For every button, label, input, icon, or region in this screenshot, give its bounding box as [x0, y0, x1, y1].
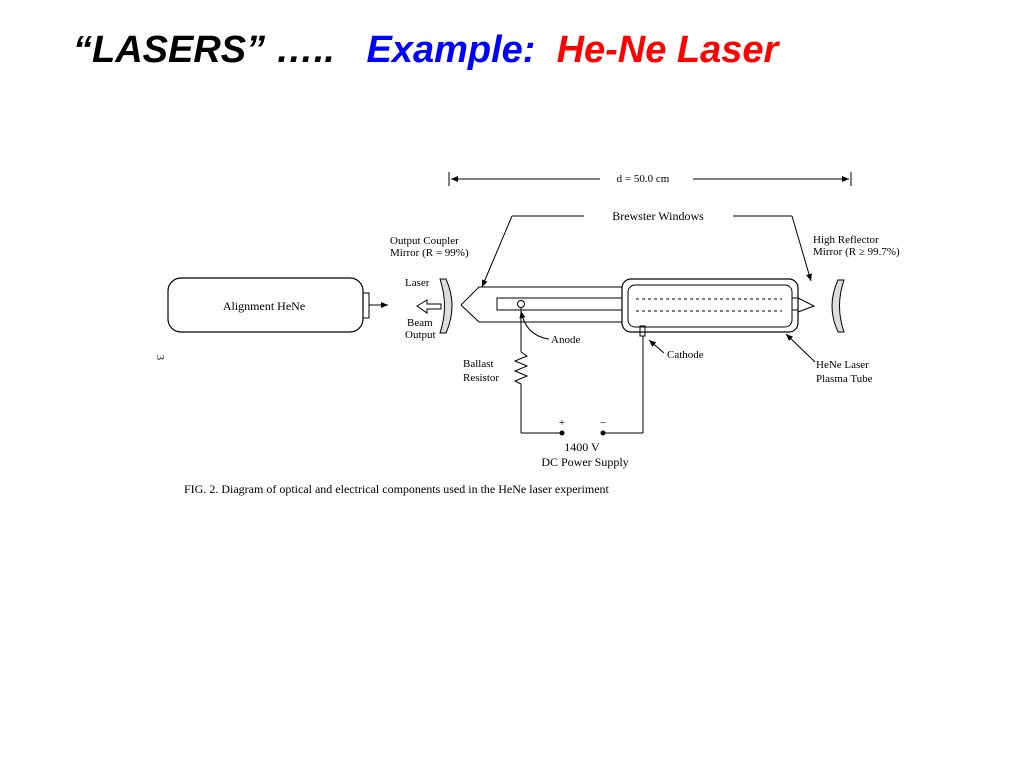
- output-label: Output: [405, 329, 436, 341]
- ballast-label-line2: Resistor: [463, 372, 499, 384]
- alignment-hene-laser: Alignment HeNe: [167, 277, 388, 333]
- title-example: Example:: [366, 29, 557, 71]
- beam-label: Beam: [407, 317, 433, 329]
- distance-label: d = 50.0 cm: [617, 173, 670, 185]
- plus-label: +: [559, 417, 565, 429]
- figure-caption: FIG. 2. Diagram of optical and electrica…: [184, 482, 610, 496]
- plasma-tube-label-line2: Plasma Tube: [816, 373, 873, 385]
- output-coupler-mirror: [439, 278, 453, 334]
- ballast-resistor: [513, 351, 529, 385]
- output-coupler-label-line1: Output Coupler: [390, 235, 459, 247]
- laser-label: Laser: [405, 277, 430, 289]
- anode-label: Anode: [551, 334, 580, 346]
- cathode: Cathode: [639, 325, 704, 361]
- laser-output-arrow: Laser Beam Output: [405, 277, 442, 341]
- plasma-tube: [460, 278, 816, 333]
- electrical-circuit: + − Ballast Resistor 1400 V DC Power Sup…: [463, 308, 644, 469]
- ballast-label-line1: Ballast: [463, 358, 494, 370]
- power-supply-label: DC Power Supply: [541, 455, 628, 469]
- brewster-label: Brewster Windows: [612, 209, 704, 223]
- voltage-label: 1400 V: [564, 440, 600, 454]
- title-lasers: “LASERS” …..: [73, 29, 367, 71]
- plasma-tube-label-line1: HeNe Laser: [816, 359, 869, 371]
- anode: Anode: [517, 300, 580, 346]
- slide-title: “LASERS” ….. Example: He-Ne Laser: [73, 29, 779, 72]
- page-number: 3: [154, 355, 165, 360]
- high-reflector-label-line2: Mirror (R ≥ 99.7%): [813, 246, 900, 258]
- high-reflector-mirror: [831, 279, 845, 333]
- high-reflector-label-line1: High Reflector: [813, 234, 879, 246]
- plasma-tube-callout: HeNe Laser Plasma Tube: [785, 333, 873, 385]
- alignment-label: Alignment HeNe: [223, 299, 305, 313]
- cathode-label: Cathode: [667, 349, 704, 361]
- title-hene-laser: He-Ne Laser: [556, 29, 779, 71]
- negative-terminal: [600, 430, 606, 436]
- minus-label: −: [600, 417, 606, 429]
- output-coupler-label-line2: Mirror (R = 99%): [390, 247, 469, 259]
- distance-dimension: d = 50.0 cm: [448, 172, 852, 186]
- positive-terminal: [559, 430, 565, 436]
- brewster-windows-callout: Brewster Windows: [481, 209, 812, 288]
